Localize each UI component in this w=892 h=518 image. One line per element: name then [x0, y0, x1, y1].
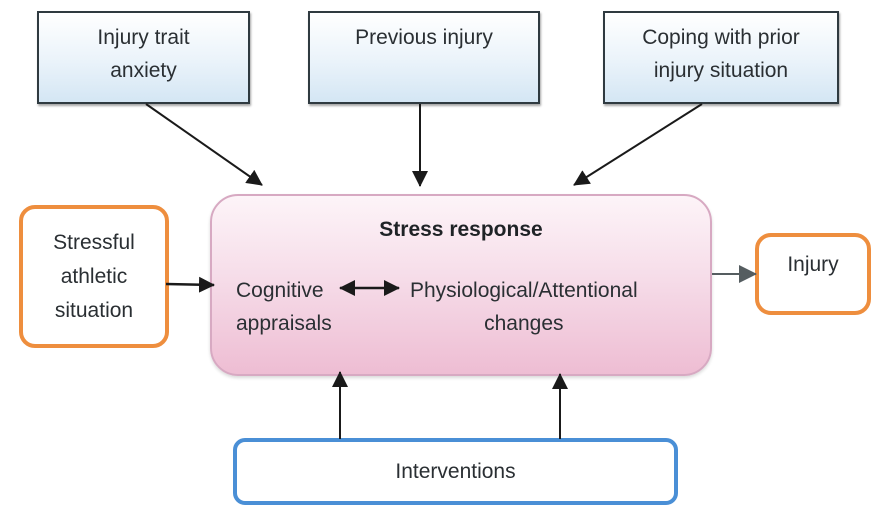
coping-prior-injury-box: Coping with prior injury situation — [603, 11, 839, 104]
stressful-athletic-situation-box: Stressful athletic situation — [19, 205, 169, 348]
previous-injury-label: Previous injury — [355, 26, 493, 49]
stressful-athletic-situation-label: Stressful athletic situation — [53, 230, 135, 322]
previous-injury-box: Previous injury — [308, 11, 540, 104]
arrow-trait-anxiety-to-stress — [145, 103, 263, 186]
injury-trait-anxiety-box: Injury trait anxiety — [37, 11, 250, 104]
injury-trait-anxiety-label: Injury trait anxiety — [97, 26, 190, 82]
stress-response-title: Stress response — [379, 218, 543, 241]
interventions-label: Interventions — [395, 459, 516, 483]
arrow-coping-to-stress — [573, 103, 703, 186]
injury-box: Injury — [755, 233, 871, 315]
coping-prior-injury-label: Coping with prior injury situation — [642, 26, 800, 82]
physiological-attentional-label: Physiological/Attentional changes — [410, 279, 638, 335]
injury-label: Injury — [787, 253, 839, 276]
interventions-box: Interventions — [233, 438, 678, 505]
stress-response-box: Stress response Cognitive appraisals Phy… — [210, 194, 712, 376]
cognitive-appraisals-label: Cognitive appraisals — [236, 279, 332, 335]
arrow-situation-to-stress — [165, 276, 215, 293]
